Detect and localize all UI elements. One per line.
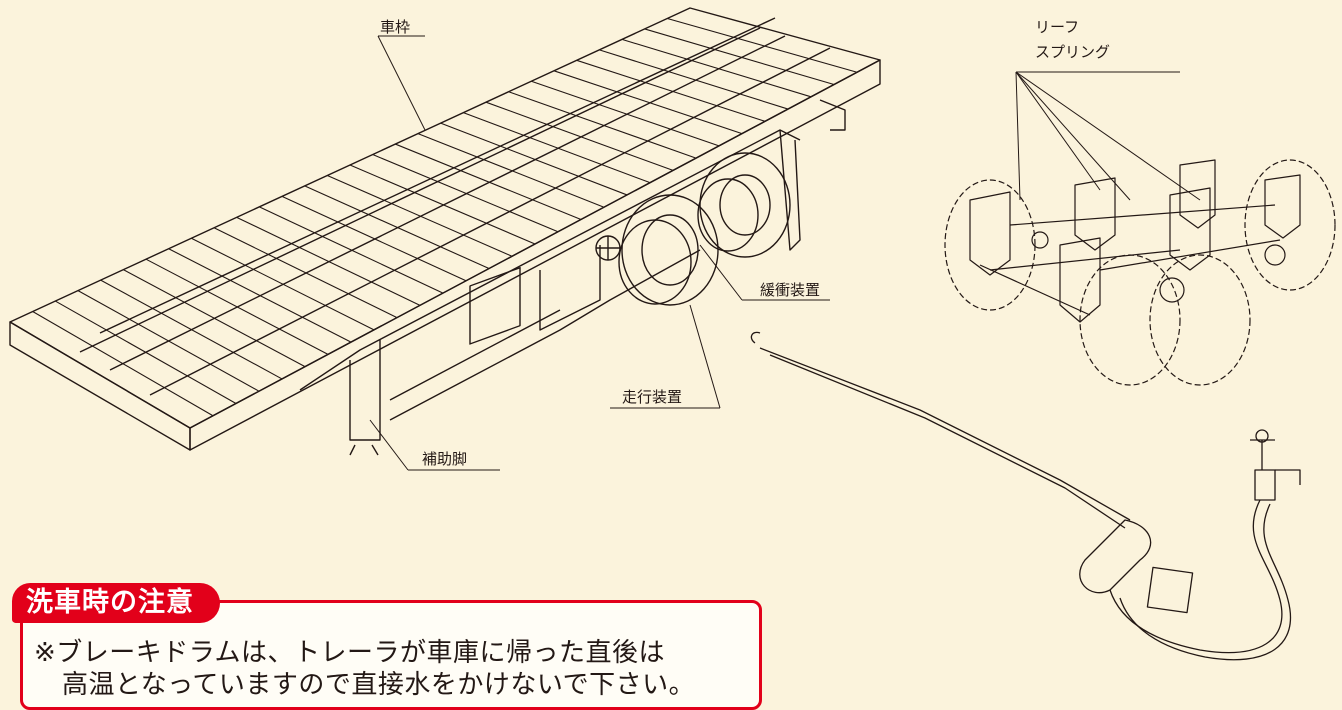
deck-crossbar — [599, 49, 789, 110]
deck-crossbar — [123, 269, 306, 368]
deck-crossbar — [304, 185, 490, 270]
caution-line-2: 高温となっていますので直接水をかけないで下さい。 — [62, 670, 696, 700]
buffer-label: 緩衝装置 — [760, 281, 821, 299]
deck-crossbar — [440, 122, 628, 196]
deck-crossbar — [576, 59, 766, 122]
leaf-spring-drawing — [944, 159, 1336, 386]
diagram-stage: 車枠 リーフ スプリング 緩衝装置 走行装置 補助脚 洗車時の注意 ※ブレーキド… — [9, 7, 1336, 710]
deck-crossbar — [191, 237, 375, 331]
deck-crossbar — [621, 38, 812, 98]
deck-crossbar — [508, 91, 697, 159]
trailer-frame-drawing — [9, 7, 881, 451]
deck-crossbar — [77, 290, 260, 392]
leaf-spring-label-line1: リーフ — [1035, 18, 1080, 36]
deck-crossbar — [213, 227, 398, 319]
deck-crossbar — [236, 216, 421, 306]
deck-crossbar — [644, 28, 835, 86]
support-leg-label: 補助脚 — [422, 450, 468, 468]
deck-crossbar — [395, 143, 582, 220]
pressure-washer-drawing — [750, 331, 1301, 661]
deck-crossbar — [327, 174, 513, 257]
deck-crossbar — [372, 154, 559, 233]
deck-crossbar — [485, 101, 674, 171]
deck-crossbar — [349, 164, 536, 245]
deck-crossbar — [100, 279, 283, 380]
trailer-illustration — [9, 7, 1336, 661]
wheels-drawing — [618, 152, 791, 306]
deck-crossbar — [531, 80, 720, 147]
deck-crossbar — [417, 133, 605, 208]
deck-crossbar — [32, 311, 214, 417]
deck-crossbar — [145, 258, 329, 355]
caution-title: 洗車時の注意 — [12, 583, 220, 623]
caution-line-1: ※ブレーキドラムは、トレーラが車庫に帰った直後は — [34, 638, 666, 668]
running-gear-label: 走行装置 — [622, 388, 683, 406]
chassis-drawing — [299, 99, 846, 456]
deck-crossbar — [553, 70, 743, 135]
deck-crossbar — [259, 206, 444, 294]
frame-label: 車枠 — [380, 18, 411, 36]
deck-crossbar — [463, 112, 651, 184]
deck-crossbar — [281, 195, 467, 282]
deck-crossbar — [55, 300, 237, 404]
deck-crossbar — [168, 248, 352, 343]
deck-crossbar — [667, 17, 858, 73]
leaf-spring-label-line2: スプリング — [1035, 43, 1111, 61]
